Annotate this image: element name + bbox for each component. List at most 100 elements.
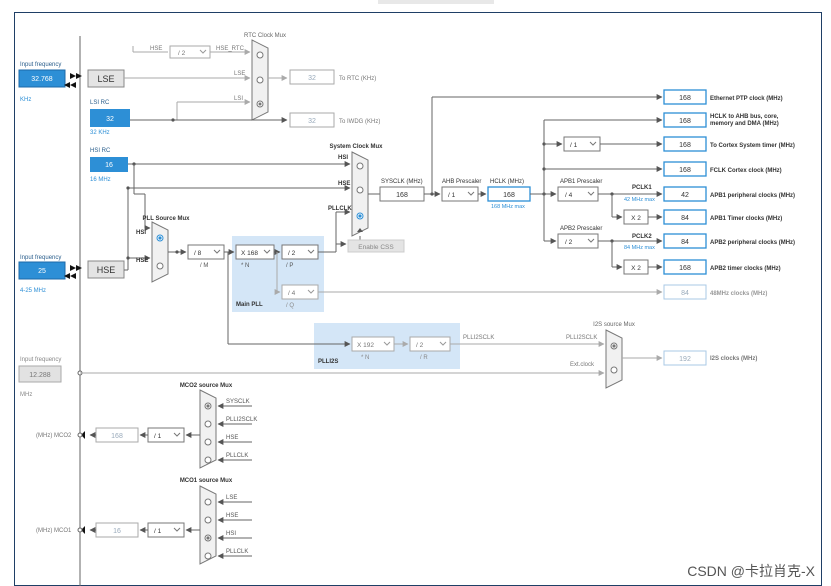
- pll-m-divider-value: / 8: [194, 250, 202, 257]
- apb1-prescaler-value: / 4: [565, 192, 573, 199]
- mco2-source-mux: [199, 389, 217, 469]
- mco2-input-plli2sclk: PLLI2SCLK: [226, 417, 257, 423]
- main-pll-title: Main PLL: [236, 302, 263, 308]
- output-ethernet-ptp-field[interactable]: [663, 89, 707, 105]
- rtc-output-field[interactable]: [289, 69, 335, 85]
- output-apb2-peripheral-field[interactable]: [663, 233, 707, 249]
- mco1-divider-value: / 1: [154, 528, 162, 535]
- watermark: CSDN @卡拉肖克-X: [685, 560, 817, 582]
- plli2s-n-multiplier-value: X 192: [357, 342, 374, 349]
- hse-input-field[interactable]: [18, 261, 66, 280]
- output-apb1-timer-value: 84: [681, 215, 689, 222]
- rtc-hse-rtc-label: HSE_RTC: [216, 46, 245, 52]
- hse-input-value: 25: [38, 268, 46, 275]
- chevron-down-icon: [587, 238, 595, 243]
- output-fclk: 168 FCLK Cortex clock (MHz): [663, 161, 782, 177]
- apb1-prescaler-label: APB1 Prescaler: [560, 179, 602, 185]
- iwdg-output-field[interactable]: [289, 112, 335, 128]
- i2s-output-field[interactable]: [663, 350, 707, 366]
- hsi-rc-title: HSI RC: [90, 148, 111, 154]
- chevron-down-icon: [213, 249, 221, 254]
- output-apb1-timer-field[interactable]: [663, 209, 707, 225]
- output-apb1-timer: 84 APB1 Timer clocks (MHz): [663, 209, 782, 225]
- ahb-prescaler-label: AHB Prescaler: [442, 179, 481, 185]
- apb2-prescaler-value: / 2: [565, 239, 573, 246]
- i2s-source-mux: [605, 329, 623, 389]
- output-apb1-peripheral-field[interactable]: [663, 186, 707, 202]
- output-apb2-timer-field[interactable]: [663, 259, 707, 275]
- enable-css-label: Enable CSS: [358, 244, 394, 251]
- system-mux-title: System Clock Mux: [329, 144, 383, 150]
- pll-source-option-hsi-selected: [158, 236, 162, 240]
- chevron-down-icon: [263, 249, 271, 254]
- pll-source-hsi-label: HSI: [136, 230, 146, 236]
- sysclk-label: SYSCLK (MHz): [381, 179, 423, 185]
- output-apb1-peripheral-value: 42: [681, 192, 689, 199]
- rtc-mux-option-lse[interactable]: [256, 76, 264, 84]
- mco2-option-plli2sclk[interactable]: [204, 420, 212, 428]
- plli2sclk-label: PLLI2SCLK: [463, 335, 494, 341]
- rtc-mux-title: RTC Clock Mux: [244, 33, 286, 39]
- mco1-input-hsi: HSI: [226, 531, 236, 537]
- mco2-option-hse[interactable]: [204, 438, 212, 446]
- mco2-option-pllclk[interactable]: [204, 456, 212, 464]
- i2s-mux-title: I2S source Mux: [593, 322, 635, 328]
- pll-source-option-hse[interactable]: [156, 262, 164, 270]
- system-clock-mux: [351, 151, 369, 237]
- hse-input-range: 4-25 MHz: [20, 288, 46, 294]
- output-apb2-peripheral: 84 APB2 peripheral clocks (MHz): [663, 233, 795, 249]
- output-fclk-label: FCLK Cortex clock (MHz): [710, 168, 782, 174]
- sysclk-value: 168: [396, 192, 408, 199]
- lse-input-unit: KHz: [20, 97, 31, 103]
- hsi-rc-unit: 16 MHz: [90, 177, 111, 183]
- chevron-down-icon: [383, 341, 391, 346]
- rtc-output-value: 32: [308, 75, 316, 82]
- output-48mhz: 84 48MHz clocks (MHz): [663, 284, 767, 300]
- apb2-prescaler-label: APB2 Prescaler: [560, 226, 602, 232]
- output-48mhz-field[interactable]: [663, 284, 707, 300]
- output-apb2-peripheral-value: 84: [681, 239, 689, 246]
- pll-m-label: / M: [200, 263, 208, 269]
- pll-source-mux-title: PLL Source Mux: [143, 216, 191, 222]
- lsi-rc-value: 32: [106, 116, 114, 123]
- mco2-divider-value: / 1: [154, 433, 162, 440]
- lse-oscillator-arrows: [64, 73, 82, 88]
- i2s-input-unit: MHz: [20, 392, 32, 398]
- pll-source-hse-label: HSE: [136, 258, 148, 264]
- chevron-down-icon: [173, 432, 181, 437]
- output-hclk-ahb-field[interactable]: [663, 112, 707, 128]
- mco1-option-lse[interactable]: [204, 498, 212, 506]
- hsi-rc-value: 16: [105, 162, 113, 169]
- mco1-option-pllclk[interactable]: [204, 552, 212, 560]
- rtc-mux-option-lsi-selected: [258, 102, 262, 106]
- output-ethernet-ptp-value: 168: [679, 95, 691, 102]
- rtc-mux-option-hse[interactable]: [256, 51, 264, 59]
- pclk1-label: PCLK1: [632, 185, 652, 191]
- i2s-input-value: 12.288: [29, 372, 51, 379]
- output-hclk-ahb-value: 168: [679, 118, 691, 125]
- lse-block-label: LSE: [97, 74, 114, 84]
- i2s-mux-ext-label: Ext.clock: [570, 362, 595, 368]
- i2s-input-field[interactable]: [18, 365, 62, 383]
- i2s-mux-option-plli2sclk-selected: [612, 344, 616, 348]
- output-cortex-timer-field[interactable]: [663, 136, 707, 152]
- chevron-down-icon: [439, 341, 447, 346]
- lsi-rc-title: LSI RC: [90, 100, 110, 106]
- hclk-max: 168 MHz max: [491, 204, 525, 210]
- output-fclk-field[interactable]: [663, 161, 707, 177]
- lsi-rc-unit: 32 KHz: [90, 130, 110, 136]
- pll-q-divider-value: / 4: [288, 290, 296, 297]
- apb1-timer-multiplier-value: X 2: [631, 215, 641, 222]
- lse-input-field[interactable]: [18, 69, 66, 88]
- pclk1-max: 42 MHz max: [624, 197, 655, 203]
- mco1-option-hse[interactable]: [204, 516, 212, 524]
- output-apb2-timer-label: APB2 timer clocks (MHz): [710, 266, 781, 272]
- system-mux-option-hsi[interactable]: [356, 162, 364, 170]
- i2s-mux-option-ext[interactable]: [610, 366, 618, 374]
- mco2-output-value: 168: [111, 433, 123, 440]
- mco1-input-lse: LSE: [226, 495, 237, 501]
- system-mux-option-hse[interactable]: [356, 186, 364, 194]
- enable-css-button[interactable]: [347, 239, 405, 253]
- mco1-mux-title: MCO1 source Mux: [180, 478, 233, 484]
- chevron-down-icon: [589, 141, 597, 146]
